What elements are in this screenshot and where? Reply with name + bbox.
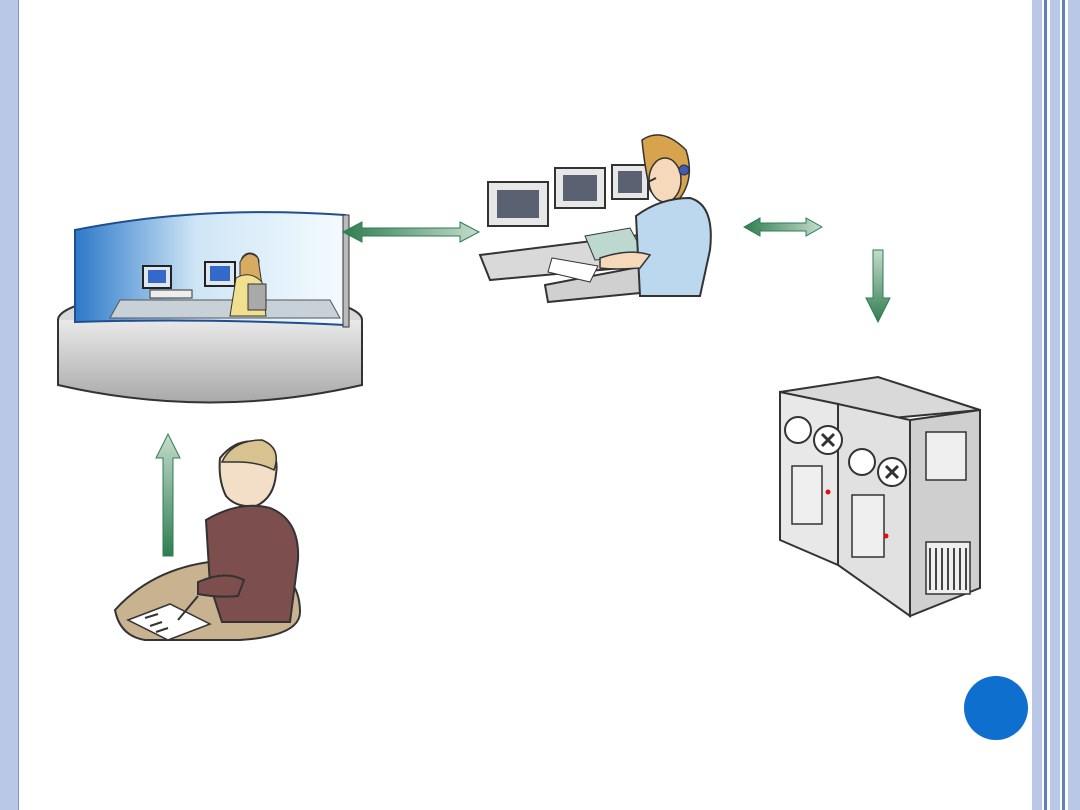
tape-mainframe-icon (779, 375, 981, 618)
headset-operator-icon (478, 134, 712, 304)
writing-user-icon (113, 439, 302, 641)
accent-circle (964, 676, 1028, 740)
left-frame-bar (0, 0, 19, 810)
control-room-icon (57, 211, 363, 404)
arrow-control-room-operator (341, 221, 481, 243)
arrow-operator-mainframe-down (865, 249, 891, 324)
right-frame-bars (1030, 0, 1080, 810)
arrow-operator-mainframe-bidirectional (742, 217, 824, 237)
arrow-user-control-room-up (155, 432, 181, 557)
